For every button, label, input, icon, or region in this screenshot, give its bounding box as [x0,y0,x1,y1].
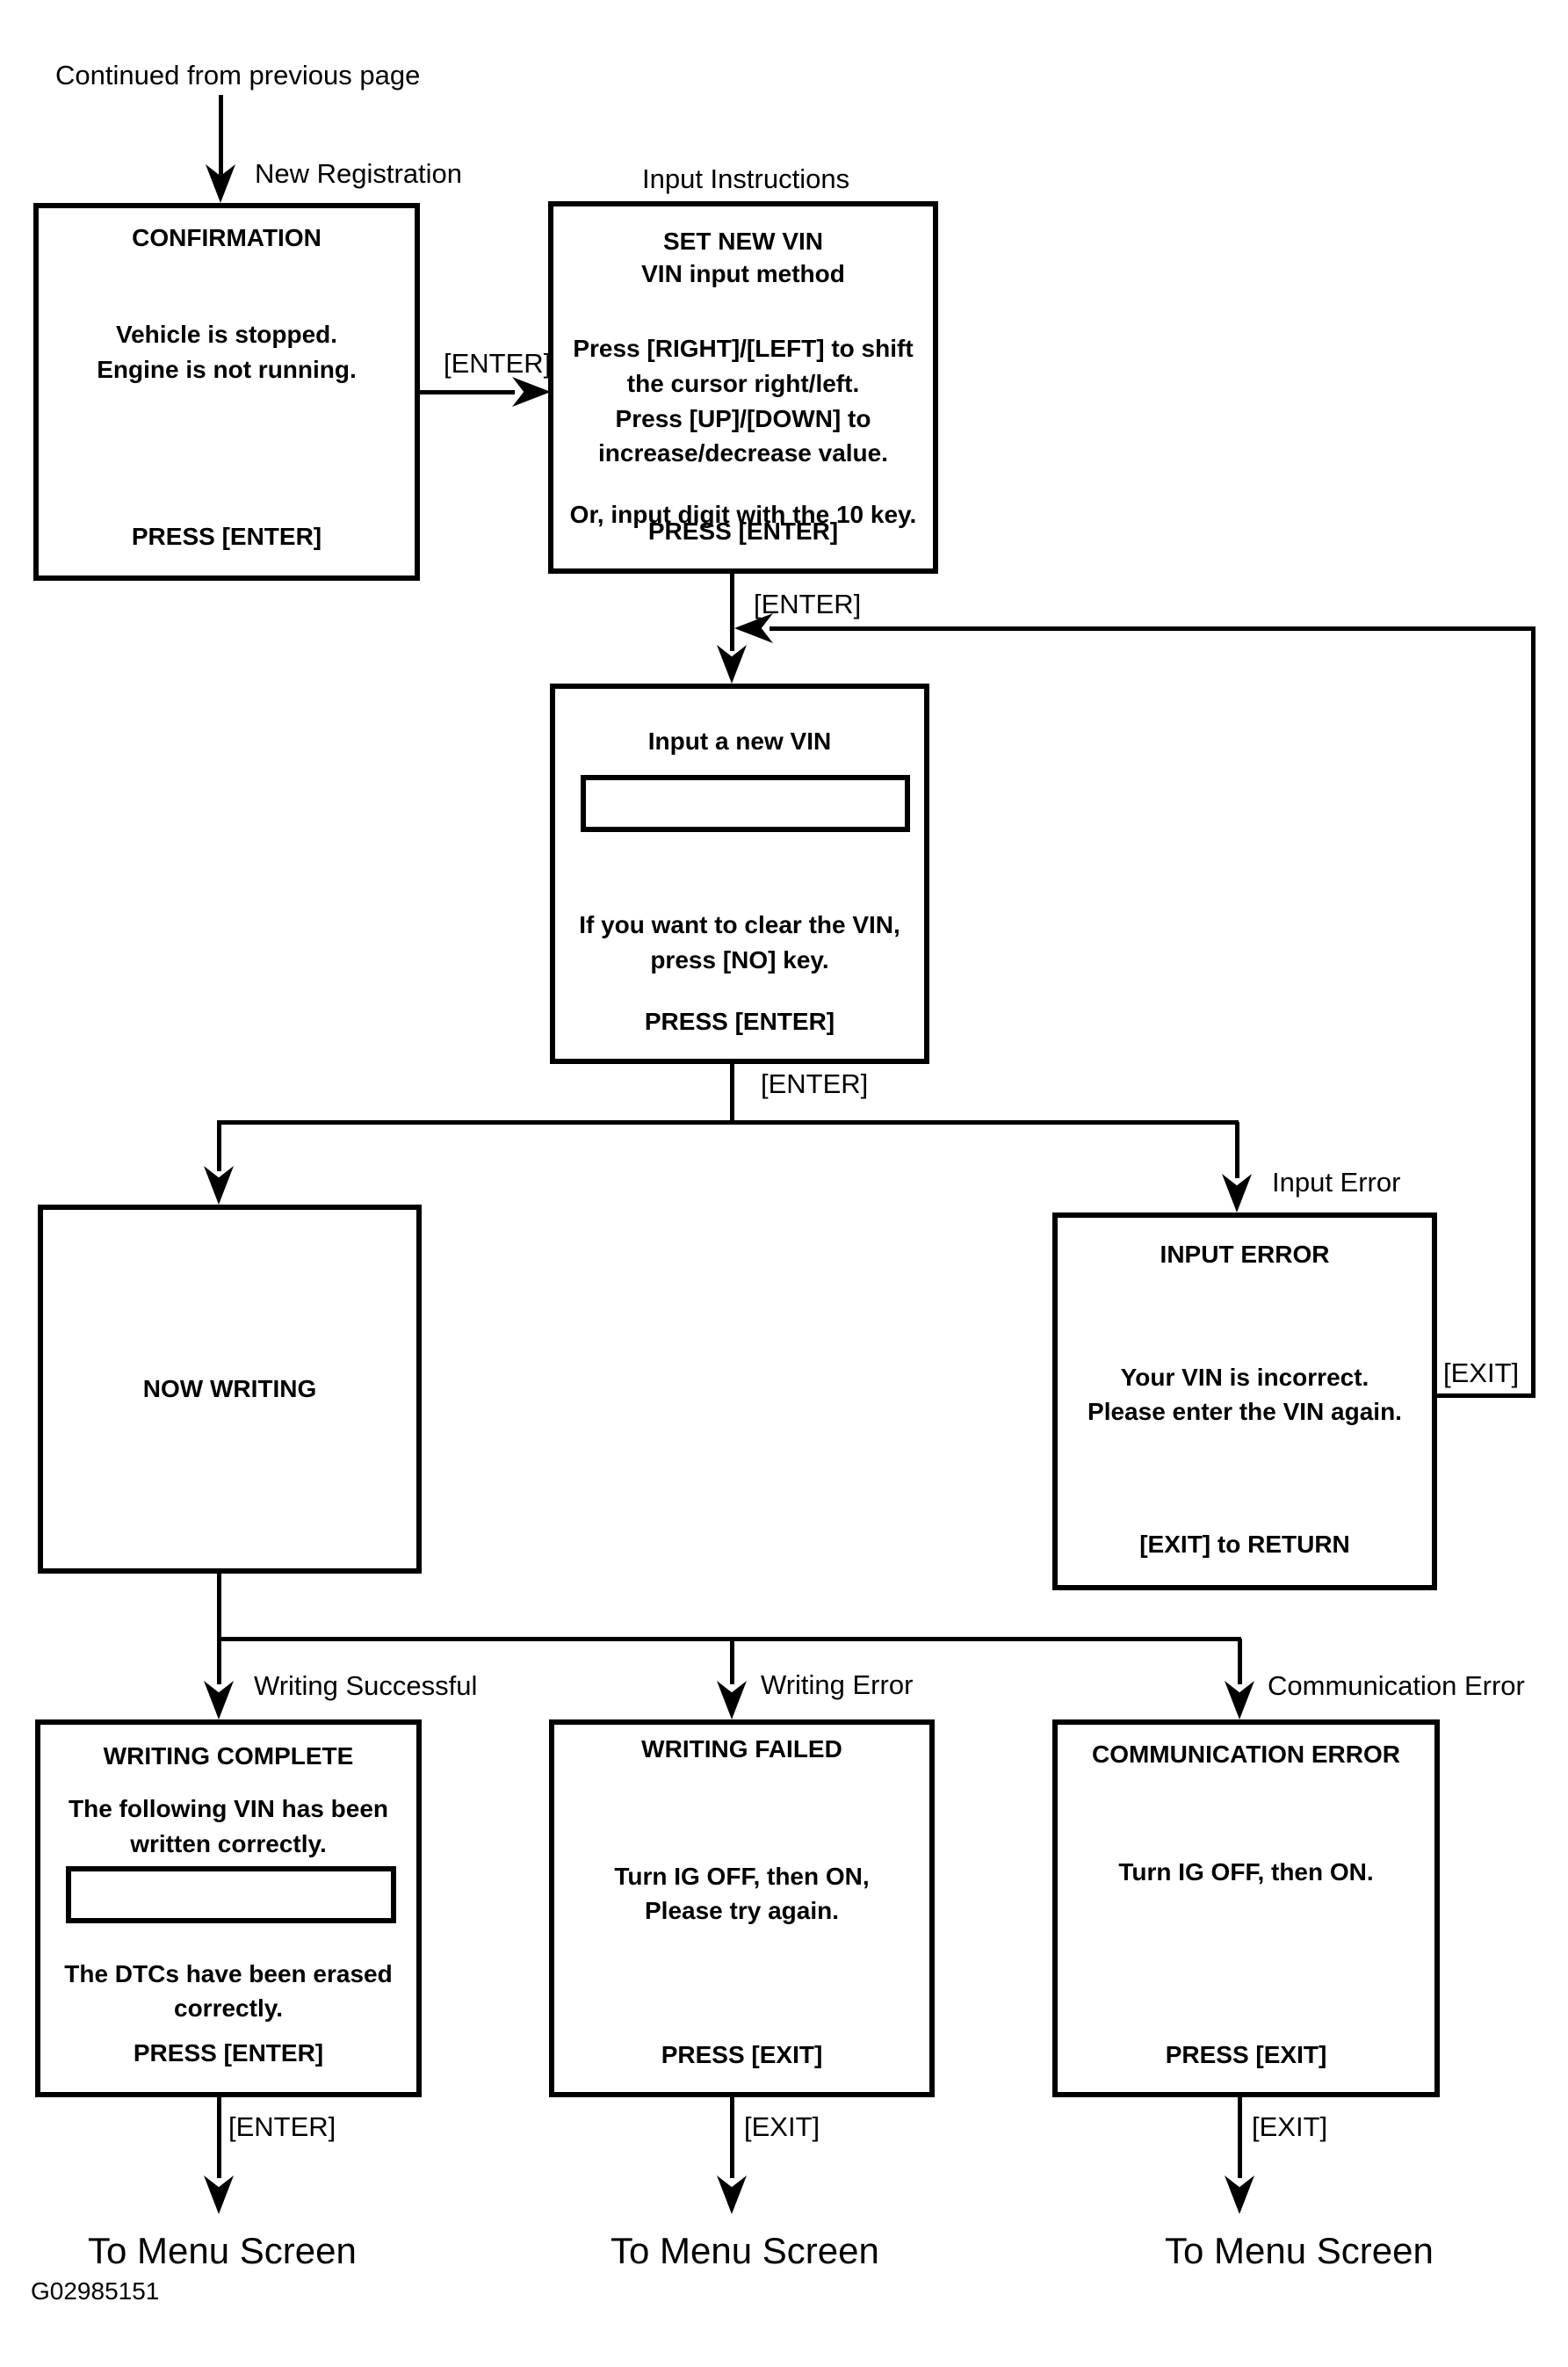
arrowhead-to-menu-1 [204,2175,234,2214]
connector-failed-to-menu [730,2097,734,2178]
input-error-box: INPUT ERROR Your VIN is incorrect. Pleas… [1052,1212,1437,1590]
branch-line-1 [217,1120,1239,1125]
confirmation-body-1: Vehicle is stopped. [115,321,338,348]
connector-comm-to-menu [1238,2097,1242,2178]
input-error-title: INPUT ERROR [1160,1241,1330,1268]
arrowhead-into-now-writing [204,1166,234,1205]
connector-branch2-mid [730,1639,734,1684]
continued-from-label: Continued from previous page [55,60,421,90]
input-error-label: Input Error [1272,1167,1401,1198]
writing-complete-footer: PRESS [ENTER] [133,2039,324,2067]
connector-branch2-left [217,1639,221,1684]
connector-feedback-right [1531,626,1535,1397]
set-new-vin-title-1: SET NEW VIN [662,228,823,255]
connector-feedback-top [770,626,1535,631]
writing-failed-box: WRITING FAILED Turn IG OFF, then ON, Ple… [549,1719,935,2097]
to-menu-screen-1: To Menu Screen [88,2230,357,2271]
input-new-vin-body-2: press [NO] key. [650,946,829,974]
vin-input-field [581,775,910,832]
confirmation-screen-box: CONFIRMATION Vehicle is stopped. Engine … [33,203,420,581]
connector-input-to-branch1 [730,1064,734,1124]
writing-error-label: Writing Error [761,1669,914,1700]
writing-failed-title: WRITING FAILED [641,1735,842,1763]
writing-successful-label: Writing Successful [254,1670,478,1701]
connector-confirm-to-instructions [420,390,515,394]
arrowhead-into-communication-error [1225,1681,1254,1719]
input-error-body-2: Please enter the VIN again. [1087,1398,1402,1425]
input-new-vin-title: Input a new VIN [647,727,832,755]
connector-nowwriting-to-branch2 [217,1574,221,1641]
set-new-vin-footer: PRESS [ENTER] [647,518,839,545]
branch-line-2 [217,1637,1241,1641]
exit-label-2: [EXIT] [744,2111,820,2142]
confirmation-title: CONFIRMATION [132,224,322,251]
exit-return-label: [EXIT] [1443,1357,1520,1388]
writing-failed-footer: PRESS [EXIT] [661,2041,823,2068]
set-new-vin-box: SET NEW VIN VIN input method Press [RIGH… [548,201,938,574]
writing-failed-body-2: Please try again. [644,1897,839,1924]
input-instructions-label: Input Instructions [642,163,850,194]
arrowhead-to-menu-2 [717,2175,747,2214]
vin-display-field [66,1866,396,1923]
arrowhead-into-writing-complete [204,1681,234,1719]
writing-complete-title: WRITING COMPLETE [103,1742,354,1770]
connector-complete-to-menu [217,2097,221,2178]
set-new-vin-instr-2: the cursor right/left. [626,370,860,397]
input-error-body-1: Your VIN is incorrect. [1120,1364,1369,1391]
connector-feedback-jog [1432,1393,1535,1398]
input-new-vin-box: Input a new VIN If you want to clear the… [550,684,929,1064]
writing-failed-body-1: Turn IG OFF, then ON, [614,1863,870,1890]
input-error-footer: [EXIT] to RETURN [1139,1531,1350,1558]
set-new-vin-instr-3: Press [UP]/[DOWN] to [615,405,871,432]
connector-instructions-to-input [730,574,734,651]
connector-branch2-right [1238,1639,1242,1684]
arrowhead-into-set-new-vin [512,377,551,407]
writing-complete-body-top-1: The following VIN has been [68,1795,389,1822]
communication-error-body-1: Turn IG OFF, then ON. [1118,1858,1374,1886]
connector-branch1-right [1235,1122,1239,1178]
enter-label-1: [ENTER] [444,348,552,379]
exit-label-3: [EXIT] [1252,2111,1328,2142]
to-menu-screen-3: To Menu Screen [1165,2230,1434,2271]
set-new-vin-alt-line: Or, input digit with the 10 key. [569,501,917,528]
to-menu-screen-2: To Menu Screen [611,2230,879,2271]
communication-error-footer: PRESS [EXIT] [1165,2041,1327,2068]
enter-label-4: [ENTER] [228,2111,336,2142]
communication-error-label: Communication Error [1268,1670,1525,1701]
connector-branch1-left [217,1122,221,1171]
set-new-vin-title-2: VIN input method [641,260,845,287]
writing-complete-box: WRITING COMPLETE The following VIN has b… [35,1719,422,2097]
input-new-vin-footer: PRESS [ENTER] [644,1008,835,1035]
confirmation-footer: PRESS [ENTER] [131,523,322,550]
communication-error-box: COMMUNICATION ERROR Turn IG OFF, then ON… [1052,1719,1440,2097]
figure-code: G02985151 [31,2277,160,2305]
enter-label-3: [ENTER] [761,1068,869,1099]
arrowhead-into-input-error [1222,1174,1252,1212]
arrowhead-into-writing-failed [717,1681,747,1719]
communication-error-title: COMMUNICATION ERROR [1091,1741,1400,1768]
set-new-vin-instr-1: Press [RIGHT]/[LEFT] to shift [573,335,914,362]
writing-complete-body-bottom-1: The DTCs have been erased [64,1960,393,1987]
arrowhead-to-menu-3 [1225,2175,1254,2214]
now-writing-title: NOW WRITING [142,1375,317,1402]
now-writing-box: NOW WRITING [38,1205,422,1574]
confirmation-body-2: Engine is not running. [97,356,357,383]
input-new-vin-body-1: If you want to clear the VIN, [579,911,900,938]
writing-complete-body-bottom-2: correctly. [174,1994,283,2022]
set-new-vin-instr-4: increase/decrease value. [597,439,888,467]
connector-entry-line [219,95,223,176]
new-registration-label: New Registration [255,158,463,189]
writing-complete-body-top-2: written correctly. [130,1830,327,1857]
